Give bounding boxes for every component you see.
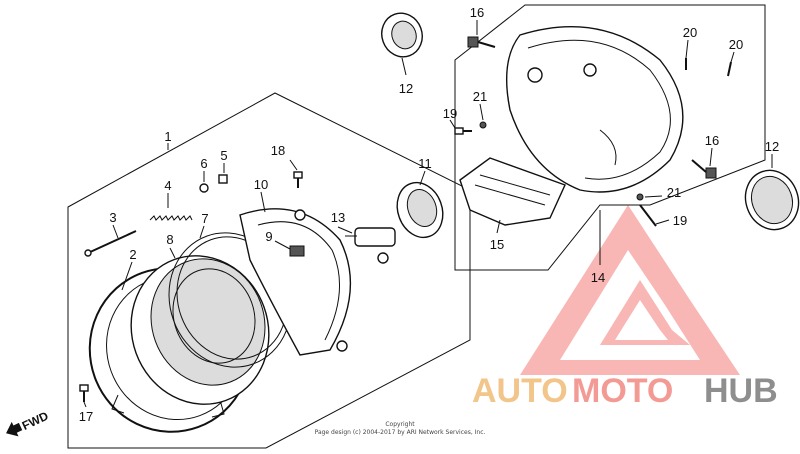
callout-9: 9 (265, 229, 272, 244)
watermark-hub: HUB (704, 372, 778, 410)
callout-11: 11 (418, 156, 432, 171)
left-assembly-outline (67, 92, 471, 449)
callout-2: 2 (129, 247, 136, 262)
callout-21-top: 21 (473, 89, 487, 104)
callout-14: 14 (591, 270, 605, 285)
callout-18: 18 (271, 143, 285, 158)
callout-20-b: 20 (729, 37, 743, 52)
copyright-notice: Page design (c) 2004-2017 by ARI Network… (315, 429, 486, 436)
headlight-case (239, 208, 352, 356)
copyright-title: Copyright (385, 421, 415, 428)
callout-20-a: 20 (683, 25, 697, 40)
callout-19-top: 19 (443, 106, 457, 121)
spring (149, 215, 193, 221)
callout-16-top: 16 (470, 5, 484, 20)
callout-12-top: 12 (399, 81, 413, 96)
bolt-16-right (691, 159, 717, 179)
fwd-arrow-icon (6, 421, 23, 437)
bolt-19-right (639, 204, 657, 227)
nut-6 (199, 183, 209, 193)
callout-numbers: 1 2 3 4 5 6 7 8 9 10 11 12 12 13 14 15 1… (79, 5, 779, 424)
watermark-text: AUTO MOTO HUB (472, 372, 778, 410)
forward-direction-indicator: FWD (6, 409, 51, 437)
rubber-cap-top (381, 12, 423, 58)
callout-16-right: 16 (705, 133, 719, 148)
callout-4: 4 (164, 178, 171, 193)
callout-5: 5 (220, 148, 227, 163)
washer-21-right (636, 193, 644, 201)
washer-5 (218, 174, 228, 184)
callout-6: 6 (200, 156, 207, 171)
bulb-socket (345, 227, 396, 264)
callout-13: 13 (331, 210, 345, 225)
socket-cover (396, 181, 444, 239)
callout-10: 10 (254, 177, 268, 192)
connector-block (459, 157, 566, 226)
callout-1: 1 (164, 129, 171, 144)
washer-21-top (479, 121, 487, 129)
bolt-16-top (467, 36, 496, 48)
bolt-19-top (454, 127, 472, 135)
leader-lines (83, 20, 773, 408)
callout-21-right: 21 (667, 185, 681, 200)
right-assembly-outline (454, 4, 766, 271)
adjusting-screw (84, 230, 137, 257)
reflector (744, 169, 800, 231)
watermark-logo (520, 205, 740, 375)
watermark-auto: AUTO (472, 372, 568, 410)
callout-7: 7 (201, 211, 208, 226)
screw-17 (79, 384, 89, 402)
bolt-20-b (727, 61, 732, 77)
callout-12-right: 12 (765, 139, 779, 154)
callout-8: 8 (166, 232, 173, 247)
fwd-label: FWD (20, 409, 51, 433)
callout-17: 17 (79, 409, 93, 424)
watermark-moto: MOTO (572, 372, 673, 410)
callout-19-right: 19 (673, 213, 687, 228)
screw-18 (293, 171, 303, 188)
headlight-housing (505, 26, 684, 193)
callout-15: 15 (490, 237, 504, 252)
callout-3: 3 (109, 210, 116, 225)
